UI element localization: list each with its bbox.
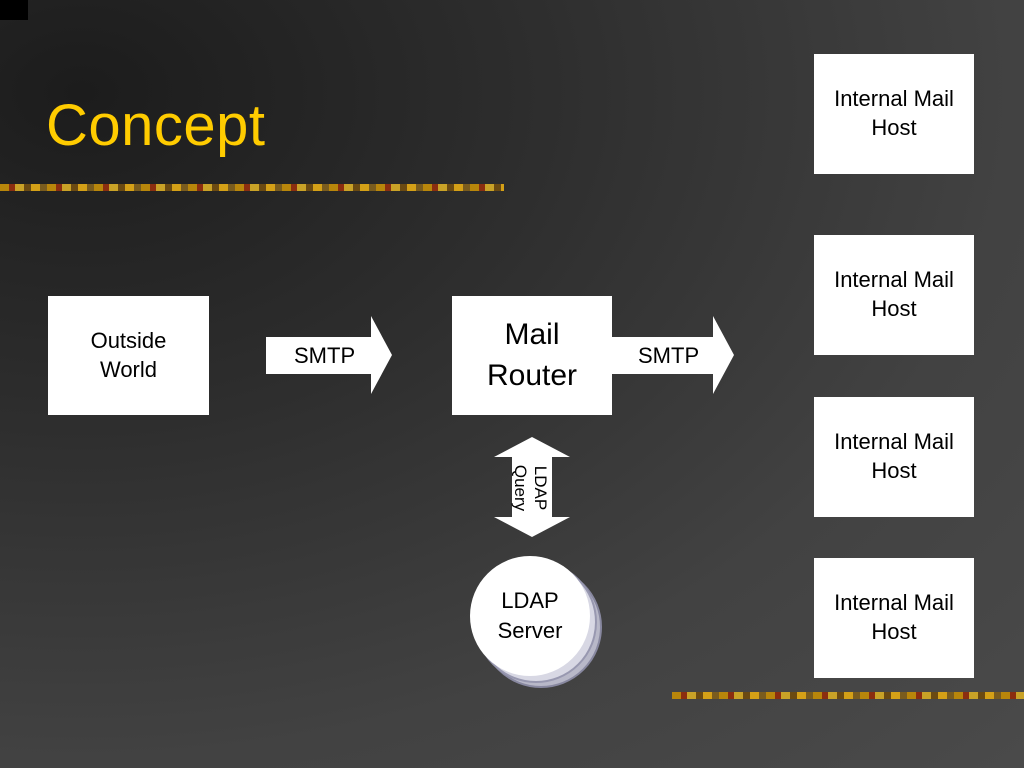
smtp-out-label: SMTP	[638, 343, 700, 368]
internal-mail-host-1: Internal Mail Host	[814, 54, 974, 174]
smtp-in-label: SMTP	[294, 343, 356, 368]
smtp-in-arrow	[266, 316, 392, 394]
corner-block	[0, 0, 28, 20]
ldap-query-arrow	[494, 437, 570, 537]
mail-router-node: Mail Router	[452, 296, 612, 415]
decorative-rule-bottom	[672, 692, 1024, 699]
ldap-server-label: LDAP Server	[470, 556, 590, 676]
page-title: Concept	[46, 93, 266, 158]
smtp-out-arrow-shape	[612, 316, 734, 394]
smtp-in-arrow-shape	[266, 316, 392, 394]
decorative-rule-top	[0, 184, 504, 191]
ldap-server-node: LDAP Server	[470, 556, 606, 692]
ldap-query-label: LDAP Query	[511, 464, 550, 512]
ldap-query-arrow-shape	[494, 437, 570, 537]
internal-mail-host-2: Internal Mail Host	[814, 235, 974, 355]
internal-mail-host-4: Internal Mail Host	[814, 558, 974, 678]
outside-world-node: Outside World	[48, 296, 209, 415]
internal-mail-host-3: Internal Mail Host	[814, 397, 974, 517]
smtp-out-arrow	[612, 316, 734, 394]
